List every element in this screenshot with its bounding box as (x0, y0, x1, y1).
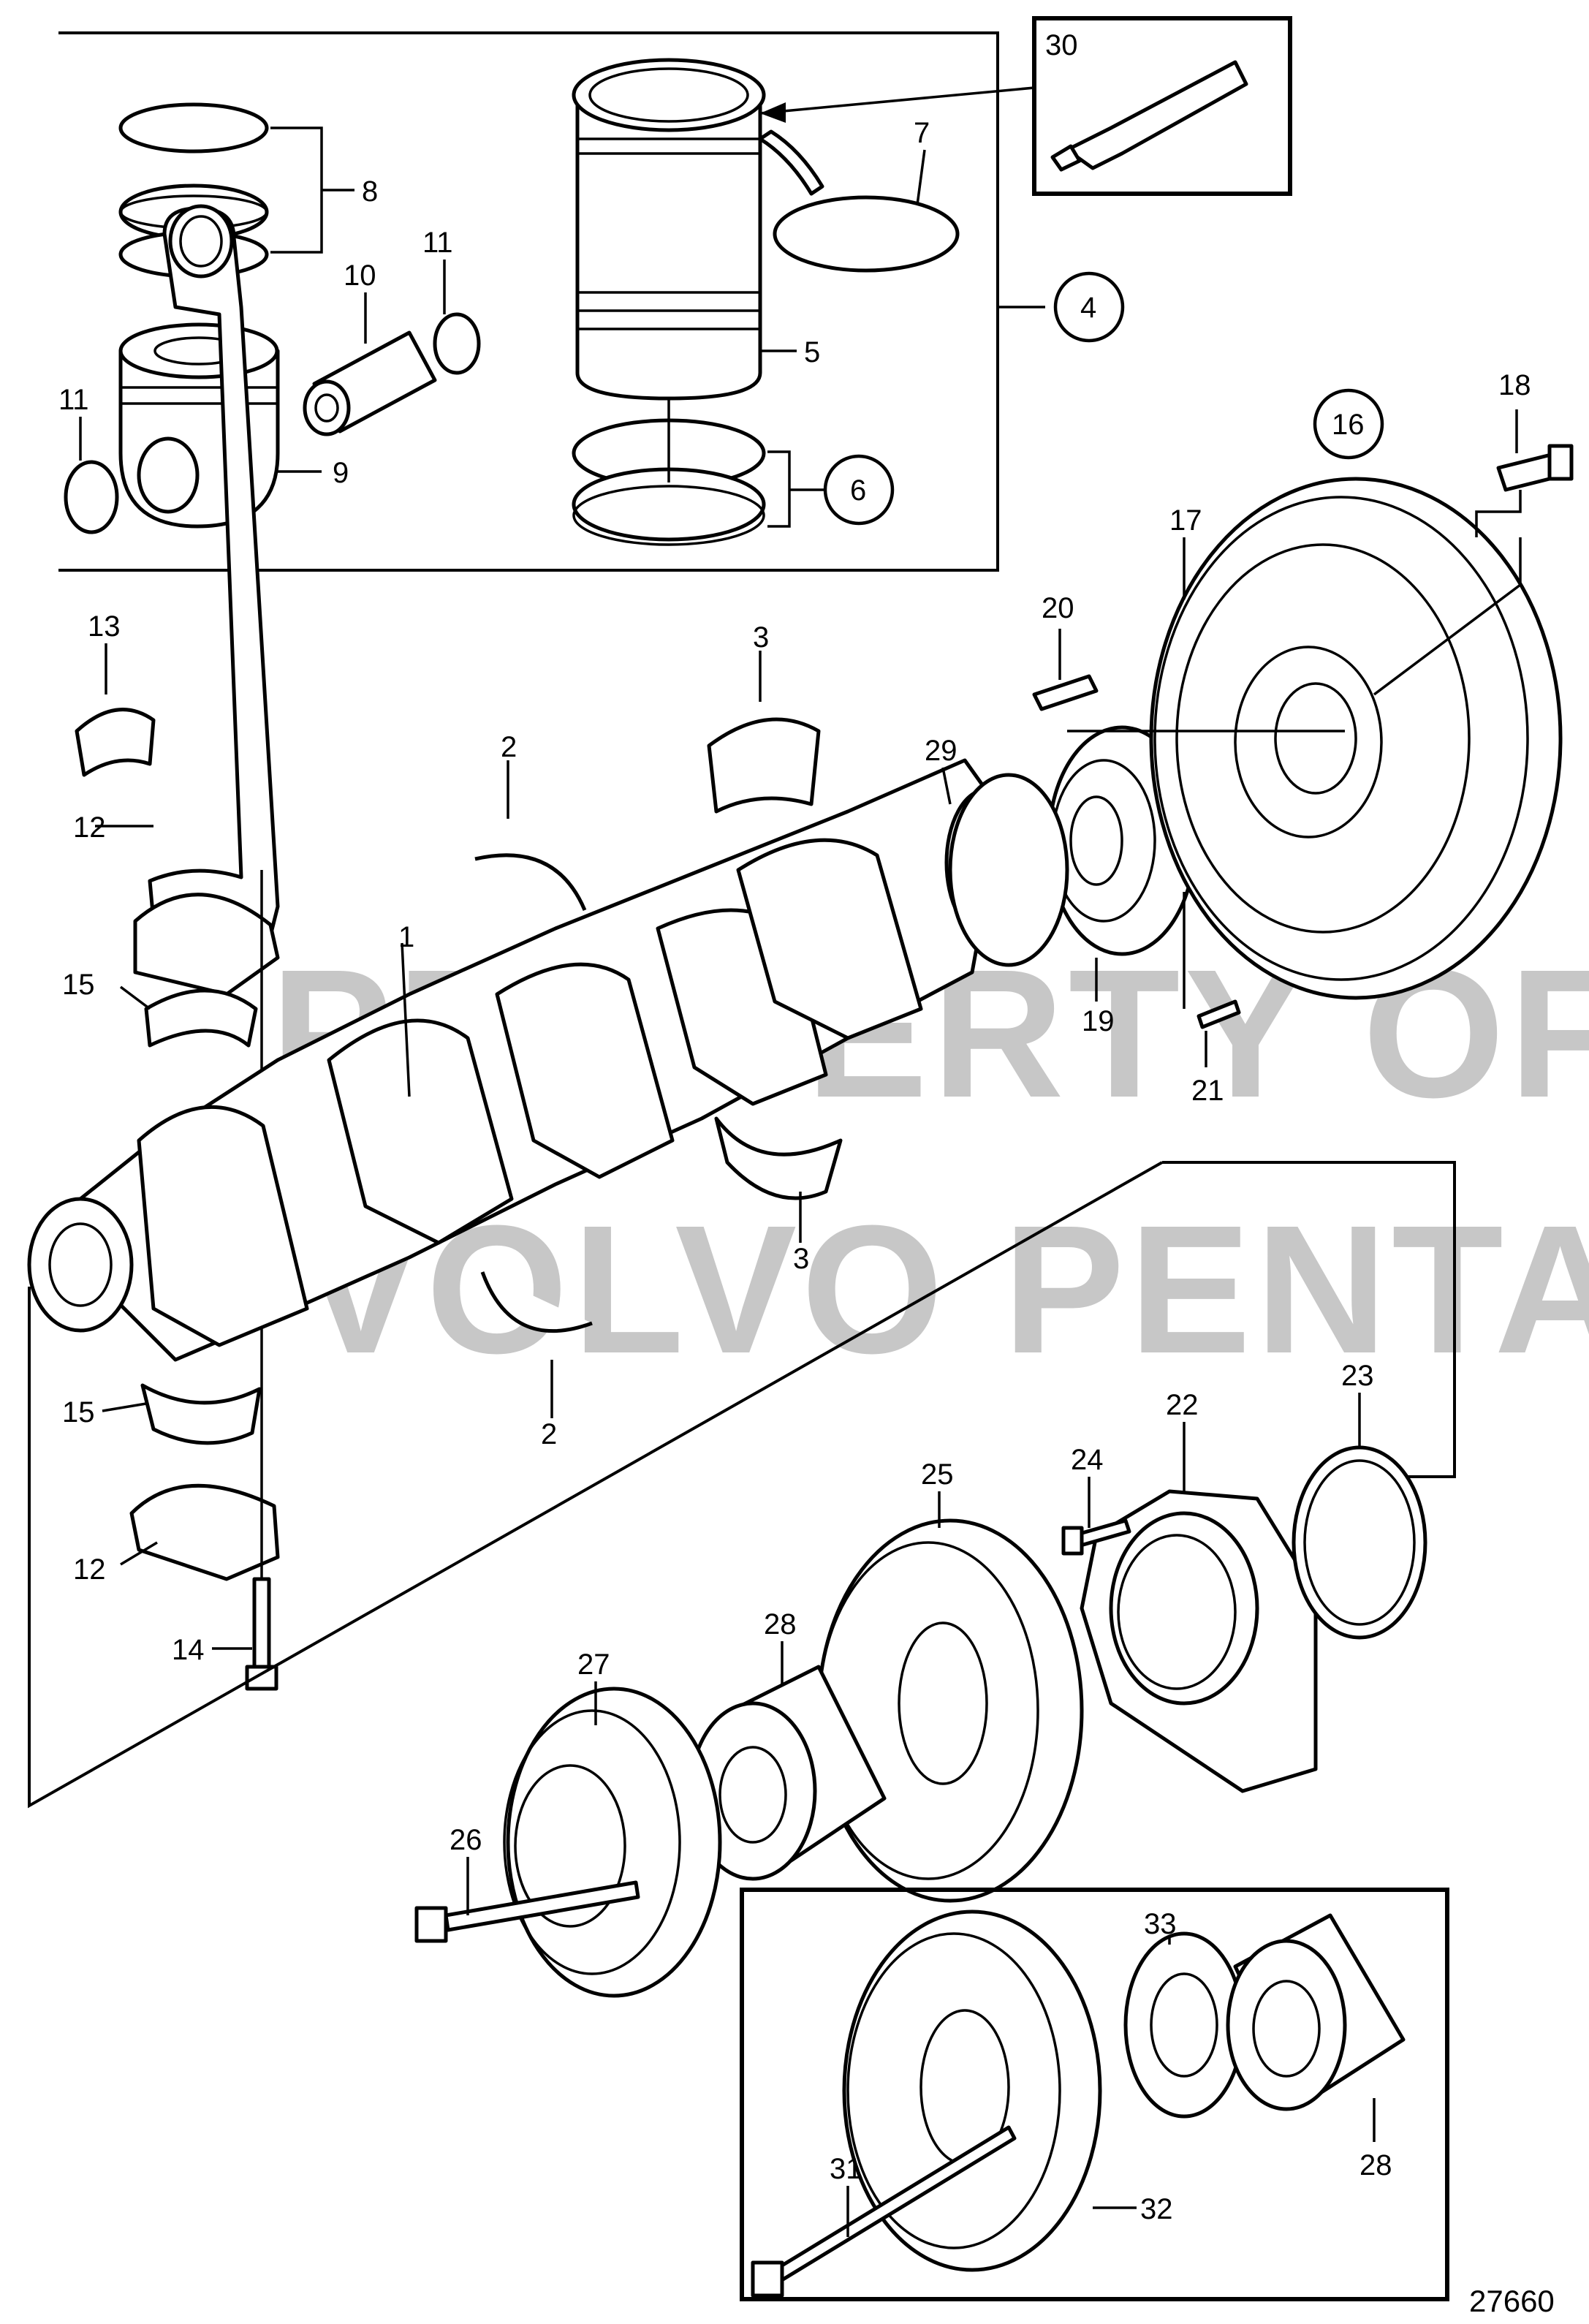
callout-12: 12 (73, 811, 106, 844)
callout-6-circle (823, 454, 895, 526)
o-ring (773, 149, 960, 273)
callout-29: 29 (925, 735, 957, 767)
callout-6: 6 (850, 474, 866, 507)
sealant-tube-box (759, 16, 1292, 196)
callout-25: 25 (921, 1458, 954, 1491)
arrow-head (760, 102, 786, 123)
callout-labels: 1 2 2 3 3 4 5 6 7 8 9 10 11 11 12 12 13 … (58, 29, 1531, 2225)
group-4-frame (58, 31, 999, 572)
callout-20: 20 (1042, 592, 1074, 624)
piston-rings (118, 102, 354, 279)
callout-10: 10 (344, 260, 376, 292)
connecting-rod (95, 204, 280, 1581)
box-alternative (740, 1888, 1449, 2301)
flywheel-bolts (1183, 409, 1574, 1067)
callout-15: 15 (62, 969, 95, 1001)
callout-13: 13 (88, 610, 121, 643)
belt-pulley (503, 1681, 722, 1998)
callout-31: 31 (830, 2153, 862, 2185)
hub-spacer (689, 1641, 887, 1881)
callout-24: 24 (1071, 1444, 1104, 1476)
center-bolt (414, 1857, 640, 1943)
callout-16-circle (1313, 388, 1384, 460)
liner-seal-rings (572, 398, 826, 546)
callout-17: 17 (1169, 504, 1202, 537)
callout-18: 18 (1498, 369, 1531, 401)
crankshaft (27, 758, 1053, 1362)
sealant-tube-nozzle (1050, 144, 1082, 172)
callout-12: 12 (73, 1553, 106, 1586)
wrist-pin (303, 292, 437, 436)
callout-26: 26 (450, 1824, 482, 1856)
callout-8: 8 (362, 175, 378, 208)
callout-2: 2 (541, 1418, 557, 1450)
callout-19: 19 (1082, 1005, 1115, 1037)
callout-23: 23 (1341, 1360, 1374, 1392)
box-30 (1032, 16, 1292, 196)
front-section-frame (28, 1161, 1456, 1809)
callout-11: 11 (422, 227, 453, 259)
callout-33: 33 (1144, 1908, 1177, 1940)
callout-32: 32 (1140, 2193, 1173, 2225)
main-bearing-shells (707, 651, 843, 1243)
rod-bearing-shells (75, 643, 262, 1445)
cylinder-liner (572, 58, 824, 401)
callout-5: 5 (804, 336, 820, 368)
callout-30: 30 (1045, 29, 1078, 61)
callout-14: 14 (172, 1634, 205, 1666)
thrust-washers (474, 760, 593, 1418)
callout-7: 7 (914, 117, 930, 149)
reference-number: 27660 (1469, 2284, 1555, 2318)
callout-15: 15 (62, 1396, 95, 1428)
dowel-pin (1032, 629, 1099, 711)
callout-11: 11 (58, 384, 89, 416)
callout-28: 28 (764, 1608, 797, 1640)
callout-28: 28 (1359, 2149, 1392, 2181)
sealant-tube (1065, 60, 1248, 170)
rear-cover (1061, 1393, 1427, 1793)
callout-3: 3 (753, 621, 769, 654)
callout-4-circle (1053, 271, 1125, 343)
callout-1: 1 (398, 921, 414, 953)
callout-22: 22 (1166, 1389, 1199, 1421)
callout-9: 9 (333, 457, 349, 489)
callout-2: 2 (501, 731, 517, 763)
callout-3: 3 (793, 1243, 809, 1275)
callout-16: 16 (1332, 409, 1365, 441)
snap-rings (64, 260, 481, 534)
callout-21: 21 (1191, 1075, 1224, 1107)
vibration-damper (816, 1491, 1084, 1903)
callout-27: 27 (577, 1649, 610, 1681)
piston-liner-group (58, 31, 1045, 572)
alternative-damper-box (740, 1888, 1449, 2301)
callout-4: 4 (1080, 292, 1096, 324)
flywheel (1067, 477, 1563, 1000)
